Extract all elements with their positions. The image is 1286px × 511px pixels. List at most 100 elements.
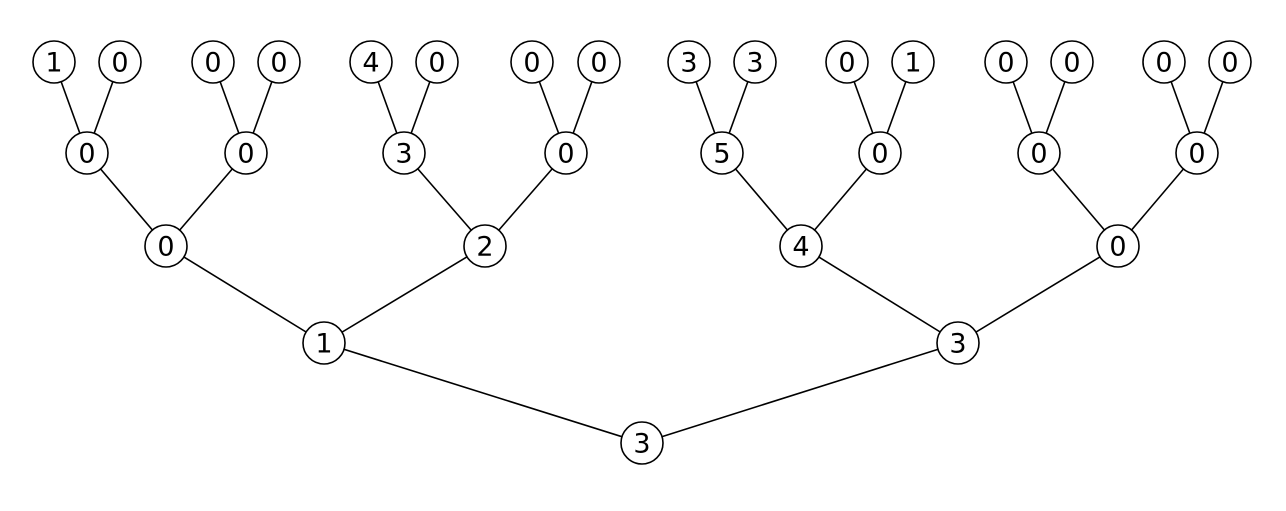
node-circle bbox=[620, 421, 664, 465]
tree-node-root: 3 bbox=[620, 421, 664, 465]
node-circle bbox=[224, 131, 268, 175]
tree-node-n0110: 0 bbox=[510, 40, 554, 84]
tree-node-n0: 1 bbox=[302, 321, 346, 365]
tree-node-n1: 3 bbox=[936, 321, 980, 365]
tree-edge bbox=[641, 342, 959, 444]
tree-node-n1110: 0 bbox=[1142, 40, 1186, 84]
tree-node-n00: 0 bbox=[144, 224, 188, 268]
node-circle bbox=[510, 40, 554, 84]
node-value: 0 bbox=[204, 48, 221, 79]
tree-node-n0010: 0 bbox=[191, 40, 235, 84]
node-circle bbox=[858, 131, 902, 175]
node-value: 1 bbox=[904, 48, 921, 79]
node-circle bbox=[667, 40, 711, 84]
tree-edge bbox=[323, 245, 486, 344]
tree-edge bbox=[323, 342, 643, 444]
node-value: 0 bbox=[1063, 48, 1080, 79]
tree-node-n110: 0 bbox=[1017, 131, 1061, 175]
node-circle bbox=[257, 40, 301, 84]
node-circle bbox=[349, 40, 393, 84]
tree-node-n0011: 0 bbox=[257, 40, 301, 84]
tree-node-n1000: 3 bbox=[667, 40, 711, 84]
node-circle bbox=[733, 40, 777, 84]
node-circle bbox=[191, 40, 235, 84]
node-circle bbox=[577, 40, 621, 84]
node-value: 0 bbox=[237, 139, 254, 170]
node-value: 3 bbox=[949, 329, 966, 360]
node-circle bbox=[1017, 131, 1061, 175]
tree-node-n010: 3 bbox=[382, 131, 426, 175]
node-value: 3 bbox=[395, 139, 412, 170]
node-value: 0 bbox=[1109, 232, 1126, 263]
node-circle bbox=[415, 40, 459, 84]
node-value: 1 bbox=[315, 329, 332, 360]
node-circle bbox=[936, 321, 980, 365]
node-value: 1 bbox=[45, 48, 62, 79]
node-circle bbox=[825, 40, 869, 84]
tree-node-n0100: 4 bbox=[349, 40, 393, 84]
node-circle bbox=[1208, 40, 1252, 84]
node-circle bbox=[891, 40, 935, 84]
node-circle bbox=[1050, 40, 1094, 84]
tree-node-n1010: 0 bbox=[825, 40, 869, 84]
tree-node-n011: 0 bbox=[544, 131, 588, 175]
tree-node-n111: 0 bbox=[1175, 131, 1219, 175]
tree-node-n100: 5 bbox=[700, 131, 744, 175]
node-circle bbox=[463, 224, 507, 268]
tree-node-n1100: 0 bbox=[984, 40, 1028, 84]
node-value: 4 bbox=[792, 232, 809, 263]
node-value: 0 bbox=[871, 139, 888, 170]
node-circle bbox=[65, 131, 109, 175]
node-value: 3 bbox=[746, 48, 763, 79]
tree-node-n01: 2 bbox=[463, 224, 507, 268]
node-circle bbox=[544, 131, 588, 175]
node-value: 0 bbox=[270, 48, 287, 79]
tree-node-n1001: 3 bbox=[733, 40, 777, 84]
node-circle bbox=[98, 40, 142, 84]
node-circle bbox=[779, 224, 823, 268]
node-value: 0 bbox=[557, 139, 574, 170]
node-value: 0 bbox=[523, 48, 540, 79]
node-value: 0 bbox=[838, 48, 855, 79]
tree-node-n1101: 0 bbox=[1050, 40, 1094, 84]
node-value: 0 bbox=[1188, 139, 1205, 170]
node-circle bbox=[1175, 131, 1219, 175]
node-value: 0 bbox=[1221, 48, 1238, 79]
node-value: 0 bbox=[428, 48, 445, 79]
node-value: 3 bbox=[633, 429, 650, 460]
node-value: 3 bbox=[680, 48, 697, 79]
tree-node-n000: 0 bbox=[65, 131, 109, 175]
tree-node-n0000: 1 bbox=[32, 40, 76, 84]
node-circle bbox=[382, 131, 426, 175]
node-value: 0 bbox=[1155, 48, 1172, 79]
node-value: 0 bbox=[997, 48, 1014, 79]
node-value: 4 bbox=[362, 48, 379, 79]
tree-node-n11: 0 bbox=[1096, 224, 1140, 268]
node-circle bbox=[302, 321, 346, 365]
node-circle bbox=[1096, 224, 1140, 268]
node-value: 0 bbox=[590, 48, 607, 79]
tree-edge bbox=[800, 245, 959, 344]
tree-node-n101: 0 bbox=[858, 131, 902, 175]
node-value: 0 bbox=[1030, 139, 1047, 170]
tree-node-n10: 4 bbox=[779, 224, 823, 268]
node-circle bbox=[1142, 40, 1186, 84]
tree-node-n0001: 0 bbox=[98, 40, 142, 84]
node-value: 2 bbox=[476, 232, 493, 263]
tree-node-n0101: 0 bbox=[415, 40, 459, 84]
tree-node-n0111: 0 bbox=[577, 40, 621, 84]
node-circle bbox=[700, 131, 744, 175]
node-value: 0 bbox=[157, 232, 174, 263]
node-circle bbox=[32, 40, 76, 84]
node-value: 5 bbox=[713, 139, 730, 170]
node-circle bbox=[984, 40, 1028, 84]
node-circle bbox=[144, 224, 188, 268]
node-value: 0 bbox=[78, 139, 95, 170]
tree-node-n1011: 1 bbox=[891, 40, 935, 84]
tree-node-n1111: 0 bbox=[1208, 40, 1252, 84]
tree-edge bbox=[165, 245, 325, 344]
tree-node-n001: 0 bbox=[224, 131, 268, 175]
tree-edge bbox=[957, 245, 1119, 344]
